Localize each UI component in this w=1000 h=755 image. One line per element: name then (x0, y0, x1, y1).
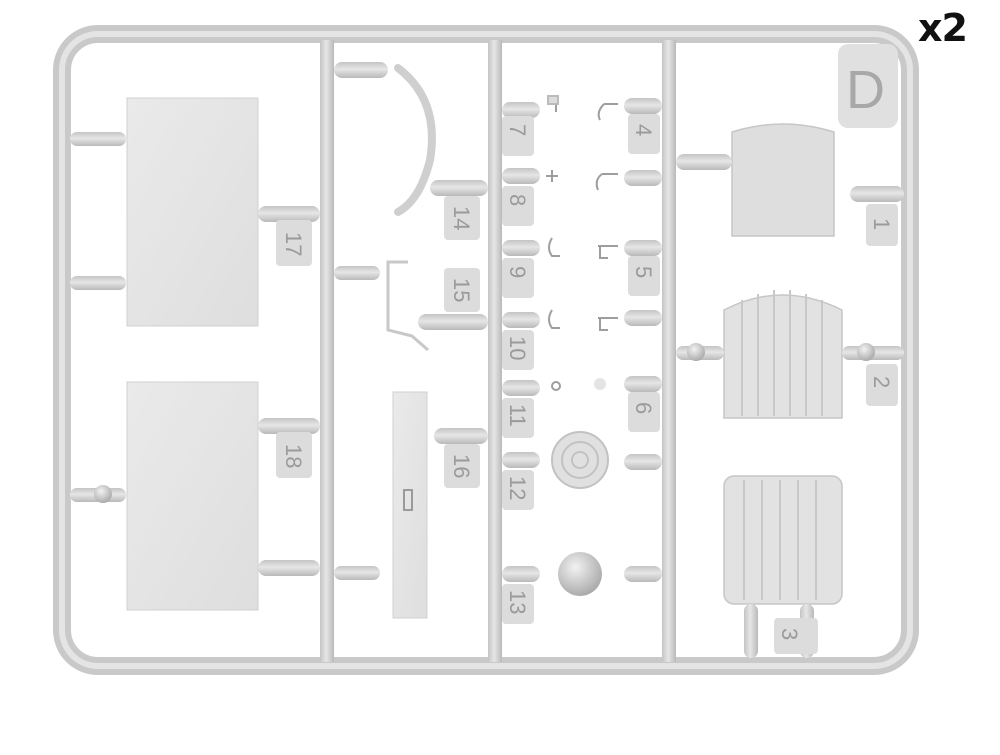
small-parts-4-to-11 (546, 95, 618, 391)
part-18-panel (126, 381, 259, 611)
part-2-ribbed-cover (723, 290, 843, 419)
label-tabs-column-4 (774, 204, 898, 654)
label-tab-14 (444, 196, 480, 240)
runner-vertical-1 (320, 40, 334, 662)
part-number-16: 16 (449, 454, 474, 478)
part-15-bracket (386, 260, 429, 352)
part-13-ball (558, 552, 602, 596)
part-number-2: 2 (869, 376, 894, 388)
part-17-panel (126, 97, 259, 327)
part-16-detail (403, 489, 413, 511)
runner-vertical-2 (488, 40, 502, 662)
gate-ball-2-right (857, 343, 875, 361)
sprue-letter: D (846, 60, 885, 120)
part-number-12: 12 (505, 476, 530, 500)
part-1-cover (731, 123, 835, 237)
part-number-17: 17 (281, 232, 306, 256)
sprue-frame-highlight (59, 31, 913, 669)
part-16-bar (392, 391, 428, 619)
part-number-6: 6 (631, 402, 656, 414)
part-number-14: 14 (449, 206, 474, 230)
label-tab-15 (444, 268, 480, 312)
part-number-18: 18 (281, 444, 306, 468)
label-tabs-column-3 (502, 114, 660, 624)
label-tab-16 (444, 444, 480, 488)
label-tab-18 (276, 432, 312, 478)
part-3-ribbed-cover (723, 475, 843, 605)
runner-vertical-3 (662, 40, 676, 662)
label-tab-17 (276, 220, 312, 266)
part-12-disc (551, 431, 609, 489)
part-number-5: 5 (631, 266, 656, 278)
part-number-13: 13 (505, 590, 530, 614)
part-number-3: 3 (777, 628, 802, 640)
part-number-10: 10 (505, 336, 530, 360)
part-number-1: 1 (869, 218, 894, 230)
gate-ball-2-left (687, 343, 705, 361)
gates-column-1 (70, 62, 388, 580)
sprue-letter-tab (838, 44, 898, 128)
part-number-8: 8 (505, 194, 530, 206)
part-number-4: 4 (631, 124, 656, 136)
quantity-multiplier: x2 (918, 6, 968, 50)
gates-column-2 (418, 180, 488, 444)
part-number-15: 15 (449, 278, 474, 302)
part-6-dot (594, 378, 606, 390)
gates-column-3-right (624, 98, 662, 582)
part-number-7: 7 (505, 124, 530, 136)
part-number-11: 11 (505, 404, 530, 427)
gate-ball-18 (94, 485, 112, 503)
part-number-9: 9 (505, 266, 530, 278)
gates-column-3-left (502, 102, 540, 582)
part-14-arc (394, 64, 436, 216)
